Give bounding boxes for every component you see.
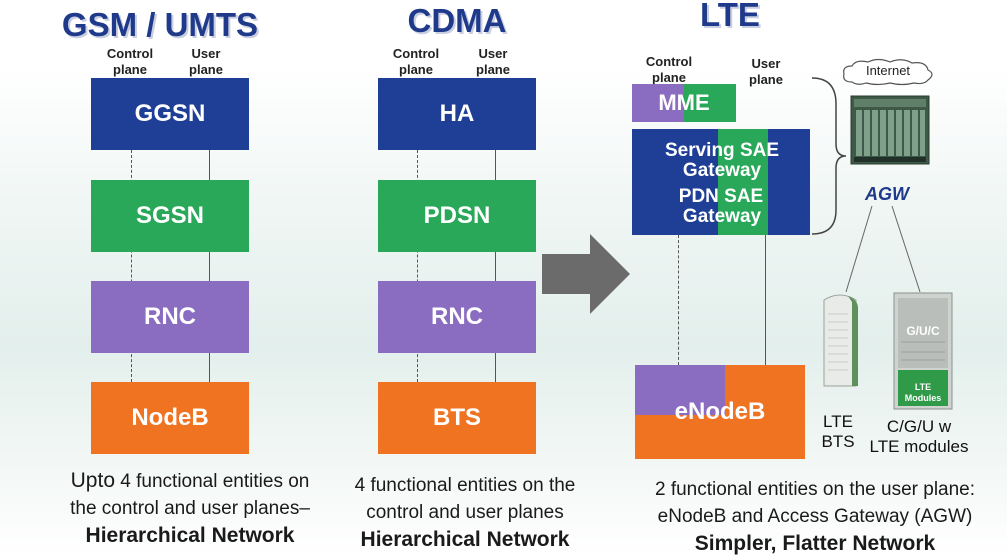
gsm-ggsn-label: GGSN bbox=[134, 100, 206, 127]
gsm-caption-rest: 4 functional entities on bbox=[115, 471, 310, 492]
lte-gateway-box: Serving SAE Gateway PDN SAE Gateway bbox=[632, 129, 810, 235]
cgu-line1: C/G/U w bbox=[886, 417, 952, 436]
gateway-labels: Serving SAE Gateway PDN SAE Gateway bbox=[632, 141, 812, 227]
enodeb-label: eNodeB bbox=[674, 398, 766, 425]
cdma-control-plane-text: Control plane bbox=[392, 46, 440, 77]
cdma-control-plane-label: Control plane bbox=[381, 46, 451, 78]
gsm-caption-line1: Upto 4 functional entities on bbox=[40, 467, 340, 495]
lte-control-link bbox=[678, 235, 679, 365]
cdma-pdsn-label: PDSN bbox=[423, 202, 491, 229]
gsm-ggsn-box: GGSN bbox=[91, 78, 249, 150]
cdma-rnc-box: RNC bbox=[378, 281, 536, 353]
lte-bts-device-icon bbox=[818, 292, 862, 392]
cgu-label: C/G/U w LTE modules bbox=[862, 417, 976, 457]
serving-gateway-line: Gateway bbox=[682, 160, 762, 181]
lte-bts-label: LTE BTS bbox=[810, 412, 866, 452]
gsm-user-plane-text: User plane bbox=[189, 46, 223, 77]
serving-sae-line: Serving SAE bbox=[664, 140, 780, 161]
gsm-nodeb-label: NodeB bbox=[131, 404, 209, 431]
lte-modules-line2: Modules bbox=[904, 393, 942, 403]
internet-label: Internet bbox=[865, 63, 911, 78]
lte-control-plane-text: Control plane bbox=[645, 54, 693, 85]
mme-user-part bbox=[684, 84, 736, 122]
cdma-user-plane-label: User plane bbox=[463, 46, 523, 78]
transition-arrow-icon bbox=[542, 234, 630, 314]
lte-title: LTE bbox=[700, 0, 760, 33]
gsm-nodeb-box: NodeB bbox=[91, 382, 249, 454]
cdma-bts-box: BTS bbox=[378, 382, 536, 454]
gsm-umts-title: GSM / UMTS bbox=[61, 6, 259, 43]
gateway-blue-left bbox=[632, 129, 718, 235]
cdma-caption-line1: 4 functional entities on the bbox=[354, 475, 576, 496]
cgu-line2: LTE modules bbox=[869, 437, 969, 456]
gsm-control-link bbox=[131, 150, 132, 382]
agw-bracket bbox=[811, 77, 847, 235]
pdn-sae-line: PDN SAE bbox=[678, 186, 764, 207]
gsm-sgsn-label: SGSN bbox=[135, 202, 204, 229]
lte-caption-line1: 2 functional entities on the user plane: bbox=[654, 479, 976, 500]
gsm-sgsn-box: SGSN bbox=[91, 180, 249, 252]
agw-device-links bbox=[845, 205, 921, 293]
cdma-rnc-label: RNC bbox=[431, 303, 483, 330]
lte-user-plane-text: User plane bbox=[749, 56, 783, 87]
cgu-rack-label: G/U/C bbox=[906, 324, 940, 338]
mme-control-part bbox=[632, 84, 684, 122]
lte-mme-box: MME bbox=[632, 84, 736, 122]
gsm-caption: Upto 4 functional entities on the contro… bbox=[40, 467, 340, 550]
gsm-caption-bold: Hierarchical Network bbox=[85, 524, 295, 547]
agw-label: AGW bbox=[865, 184, 909, 204]
cgu-cabinet-icon: G/U/C LTE Modules bbox=[893, 292, 953, 410]
lte-caption-line2: eNodeB and Access Gateway (AGW) bbox=[657, 506, 973, 527]
cdma-pdsn-box: PDSN bbox=[378, 180, 536, 252]
lte-modules-line1: LTE bbox=[914, 382, 932, 392]
lte-user-plane-label: User plane bbox=[738, 56, 794, 88]
cdma-caption-bold: Hierarchical Network bbox=[360, 528, 570, 551]
gsm-caption-bold-line: Hierarchical Network bbox=[40, 522, 340, 550]
lte-bts-line2: BTS bbox=[821, 432, 855, 451]
gsm-user-link bbox=[209, 150, 210, 382]
gsm-caption-line2: the control and user planes– bbox=[70, 498, 310, 519]
agw-rack-icon bbox=[850, 95, 930, 165]
enodeb-control-part bbox=[635, 365, 725, 415]
mme-label: MME bbox=[658, 90, 710, 115]
cdma-user-link bbox=[495, 150, 496, 382]
cdma-user-plane-text: User plane bbox=[476, 46, 510, 77]
cdma-bts-label: BTS bbox=[433, 404, 481, 431]
cdma-ha-label: HA bbox=[439, 100, 475, 127]
gsm-user-plane-label: User plane bbox=[176, 46, 236, 78]
gsm-caption-upto: Upto bbox=[70, 469, 115, 492]
cdma-caption-line2: control and user planes bbox=[366, 502, 564, 523]
lte-enodeb-box: eNodeB bbox=[635, 365, 805, 459]
lte-control-plane-label: Control plane bbox=[636, 54, 702, 86]
gsm-rnc-box: RNC bbox=[91, 281, 249, 353]
gsm-control-plane-text: Control plane bbox=[106, 46, 154, 77]
cdma-control-link bbox=[417, 150, 418, 382]
lte-caption: 2 functional entities on the user plane:… bbox=[620, 476, 1007, 558]
gateway-green-middle bbox=[718, 129, 768, 235]
lte-bts-line1: LTE bbox=[823, 412, 853, 431]
lte-caption-bold: Simpler, Flatter Network bbox=[694, 532, 936, 555]
lte-modules-label: LTE Modules bbox=[898, 382, 948, 404]
cdma-caption: 4 functional entities on the control and… bbox=[330, 472, 600, 554]
gsm-control-plane-label: Control plane bbox=[95, 46, 165, 78]
pdn-gateway-line: Gateway bbox=[682, 206, 762, 227]
cdma-ha-box: HA bbox=[378, 78, 536, 150]
gateway-blue-right bbox=[768, 129, 810, 235]
gsm-rnc-label: RNC bbox=[144, 303, 196, 330]
cdma-title: CDMA bbox=[407, 2, 507, 39]
cdma-caption-bold-line: Hierarchical Network bbox=[330, 526, 600, 554]
lte-caption-bold-line: Simpler, Flatter Network bbox=[620, 530, 1007, 558]
lte-user-link bbox=[765, 235, 766, 365]
internet-cloud-icon: Internet bbox=[840, 58, 936, 86]
